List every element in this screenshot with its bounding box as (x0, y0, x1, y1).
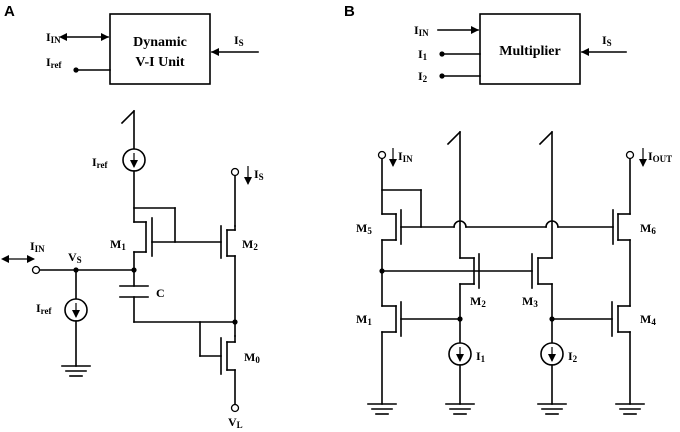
a-iref-left-label: Iref (36, 301, 52, 316)
iref-left-source (64, 298, 88, 322)
circuit-b (367, 130, 647, 415)
block-a-title-line1: Dynamic (133, 35, 187, 50)
a-iin-label: IIN (30, 239, 45, 254)
block-b-i2-dot (439, 73, 445, 79)
block-a-iref-dot (73, 67, 79, 73)
b-m6-label: M6 (640, 221, 656, 236)
a-m1-label: M1 (110, 237, 126, 252)
a-m0-label: M0 (244, 350, 260, 365)
block-b-i1-label: I1 (418, 47, 428, 62)
iref-top-source (122, 148, 146, 172)
block-b-i1-dot (439, 51, 445, 57)
i1-current-source (448, 342, 472, 366)
block-a-iref-label: Iref (46, 55, 62, 70)
panel-label-a: A (4, 3, 15, 20)
b-iout-label: IOUT (648, 149, 672, 164)
circuit-a (1, 109, 252, 413)
panel-label-b: B (344, 3, 355, 20)
block-b-iin-label: IIN (414, 23, 429, 38)
b-m3-label: M3 (522, 294, 538, 309)
block-b-is-label: IS (602, 33, 612, 48)
block-a-iin-label: IIN (46, 30, 61, 45)
block-a-is-label: IS (234, 33, 244, 48)
dynamic-vi-unit-block: Dynamic V-I Unit (109, 13, 211, 85)
b-m1-label: M1 (356, 312, 372, 327)
multiplier-block: Multiplier (479, 13, 581, 85)
block-b-i2-label: I2 (418, 69, 428, 84)
b-m4-label: M4 (640, 312, 656, 327)
b-iin-label: IIN (398, 149, 413, 164)
a-vs-label: VS (68, 250, 82, 265)
b-m5-label: M5 (356, 221, 372, 236)
a-m2-label: M2 (242, 237, 258, 252)
a-vl-label: VL (228, 415, 243, 430)
a-is-label: IS (254, 167, 264, 182)
a-iref-top-label: Iref (92, 155, 108, 170)
b-m2-label: M2 (470, 294, 486, 309)
i2-current-source (540, 342, 564, 366)
b-i2-label: I2 (568, 349, 578, 364)
b-i1-label: I1 (476, 349, 486, 364)
block-b-title: Multiplier (499, 44, 560, 59)
block-a-title-line2: V-I Unit (135, 55, 184, 70)
a-capacitor-label: C (156, 286, 165, 300)
